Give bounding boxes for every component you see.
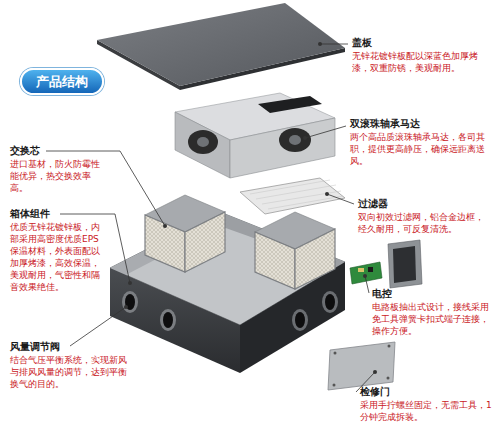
duct	[125, 294, 135, 310]
filter	[240, 178, 345, 214]
blower-hub	[289, 135, 301, 145]
leader-dot	[363, 274, 367, 278]
leader-dot	[318, 42, 322, 46]
duct-ring	[160, 309, 176, 331]
leader-dot	[124, 305, 128, 309]
leader-dot	[128, 281, 132, 285]
motor-housing	[175, 112, 230, 178]
duct	[295, 312, 305, 328]
duct-ring	[322, 291, 338, 313]
part-name: 风量调节阀	[10, 341, 132, 353]
part-name: 盖板	[352, 37, 494, 49]
leader-dots	[124, 42, 377, 374]
leader-dot	[163, 224, 167, 228]
core-face	[185, 212, 225, 272]
leader-line	[365, 276, 369, 293]
control-panel	[388, 240, 422, 288]
leader-line	[305, 126, 346, 138]
blower-hub	[197, 137, 209, 147]
screw	[334, 352, 337, 355]
core-face	[295, 229, 335, 289]
duct	[163, 312, 173, 328]
control-unit	[350, 240, 422, 288]
heat-exchanger	[145, 195, 335, 289]
leader-dot	[325, 192, 329, 196]
part-name: 箱体组件	[10, 208, 107, 220]
screw	[387, 377, 390, 380]
access-door	[328, 342, 395, 390]
section-title: 产品结构	[20, 68, 104, 95]
core-face	[255, 232, 295, 289]
part-name: 检修门	[360, 386, 495, 398]
board-part	[368, 267, 373, 272]
motor-housing	[230, 118, 335, 178]
door-panel	[328, 342, 395, 390]
part-description: 双向初效过滤网，铝合金边框，经久耐用，可反复清洗。	[358, 211, 492, 235]
part-name: 交换芯	[10, 145, 105, 157]
control-panel-face	[393, 246, 416, 283]
screw	[388, 345, 391, 348]
part-description: 进口基材，防火防霉性能优异，热交换效率高。	[10, 158, 105, 194]
screw	[333, 384, 336, 387]
part-description: 结合气压平衡系统，实现新风与排风风量的调节，达到平衡换气的目的。	[10, 354, 132, 390]
leader-line	[320, 44, 348, 45]
box-side	[110, 268, 240, 373]
part-name: 电控	[372, 288, 496, 300]
plate-top	[97, 3, 345, 86]
filter-panel	[240, 178, 345, 214]
leader-line	[70, 307, 126, 346]
duct-ring	[122, 291, 138, 313]
duct	[325, 294, 335, 310]
blower	[188, 130, 218, 154]
core-face	[145, 215, 185, 272]
part-description: 两个高品质滚珠轴承马达，各司其职，提供更高静压，确保远距离送风。	[350, 131, 492, 167]
part-description: 电路板抽出式设计，接线采用免工具弹簧卡扣式端子连接，操作方便。	[372, 301, 496, 337]
box-body	[110, 212, 345, 373]
motor-opening	[258, 96, 322, 113]
part-description: 采用手拧螺丝固定，无需工具，1分钟完成拆装。	[360, 399, 495, 423]
motor-assembly	[175, 93, 335, 178]
part-name: 过滤器	[358, 198, 492, 210]
part-description: 无锌花镀锌板配以深蓝色加厚烤漆，双重防锈，美观耐用。	[352, 50, 494, 74]
leader-dot	[373, 370, 377, 374]
board-part	[358, 268, 364, 272]
duct-ring	[292, 309, 308, 331]
cover-plate	[97, 3, 345, 90]
leader-dot	[303, 136, 307, 140]
blower	[279, 128, 311, 152]
part-name: 双滚珠轴承马达	[350, 118, 492, 130]
leader-lines	[46, 44, 375, 392]
leader-line	[327, 194, 354, 204]
part-description: 优质无锌花镀锌板，内部采用高密度优质EPS保温材料，外表面配以加厚烤漆，高效保温…	[10, 221, 107, 293]
